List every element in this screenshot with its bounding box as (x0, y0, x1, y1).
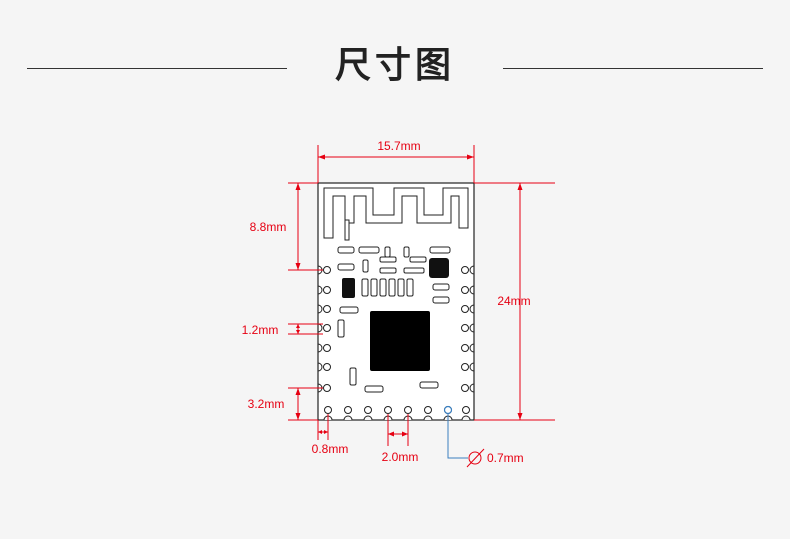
components (337, 246, 451, 393)
label-antenna-height: 8.8mm (250, 220, 287, 234)
main-chip (370, 311, 430, 371)
dimension-arrows (295, 154, 523, 437)
label-height: 24mm (497, 294, 530, 308)
header-line-left (27, 68, 287, 69)
label-hole-diameter: 0.7mm (487, 451, 524, 465)
label-pad-pitch-side: 1.2mm (242, 323, 279, 337)
label-bottom-zone: 3.2mm (248, 397, 285, 411)
antenna-feed (344, 219, 350, 241)
side-pads (323, 266, 469, 392)
side-castellations (317, 265, 475, 393)
page-title: 尺寸图 (334, 45, 455, 86)
hole-leader-line (447, 412, 468, 459)
crystal (429, 258, 449, 278)
bottom-pads (324, 406, 470, 414)
antenna-trace (323, 187, 469, 239)
small-chip (342, 278, 355, 298)
highlighted-hole (443, 405, 453, 415)
header-line-right (503, 68, 763, 69)
label-width: 15.7mm (377, 139, 420, 153)
label-pad-pitch-bottom: 2.0mm (382, 450, 419, 464)
label-edge-to-pad: 0.8mm (312, 442, 349, 456)
